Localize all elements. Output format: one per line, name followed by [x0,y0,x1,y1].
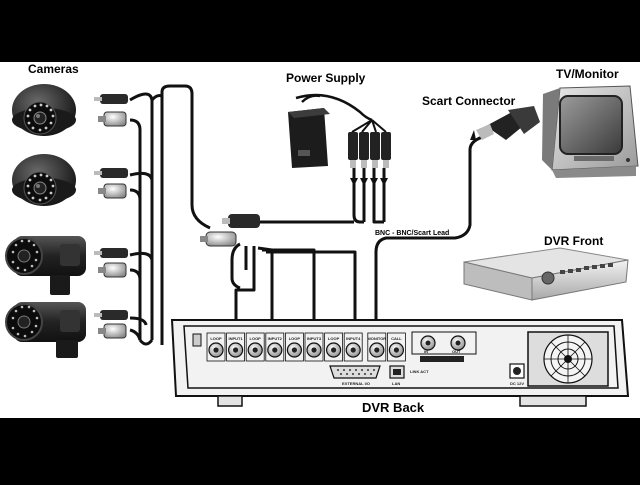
tv-monitor-label: TV/Monitor [556,67,619,81]
bnc-port-label: INPUT3 [307,336,322,341]
bnc-port-label: INPUT4 [346,336,361,341]
bnc-lead-label: BNC - BNC/Scart Lead [375,230,449,237]
fan-grille [528,332,608,386]
link-act-label: LINK ACT [410,369,429,374]
dc-power-label: DC 12V [510,381,524,386]
bnc-port-label: INPUT1 [228,336,243,341]
tv-monitor [542,86,638,178]
bnc-port-label: LOOP [250,336,262,341]
bnc-port-label: MONITOR [367,336,386,341]
bnc-port-label: LOOP [289,336,301,341]
dvr-back-label: DVR Back [362,400,425,415]
scart-connector-label: Scart Connector [422,94,516,108]
bnc-port-label: INPUT2 [268,336,283,341]
dvr-back-panel: DC 12V IN OUT EXTERNAL I/O [172,320,628,406]
dc-power-jack: DC 12V [510,364,524,386]
power-supply-label: Power Supply [286,71,366,85]
camera-2-dome [12,154,76,206]
bnc-port-label: LOOP [328,336,340,341]
lan-label: LAN [392,381,400,386]
camera-1-dome [12,84,76,136]
bnc-port-label: LOOP [210,336,222,341]
external-io-label: EXTERNAL I/O [342,381,370,386]
audio-out-label: OUT [452,349,461,354]
bnc-port-label: CALL [391,336,402,341]
dvr-front-label: DVR Front [544,234,603,248]
audio-in-label: IN [424,349,428,354]
cameras-label: Cameras [28,62,79,76]
